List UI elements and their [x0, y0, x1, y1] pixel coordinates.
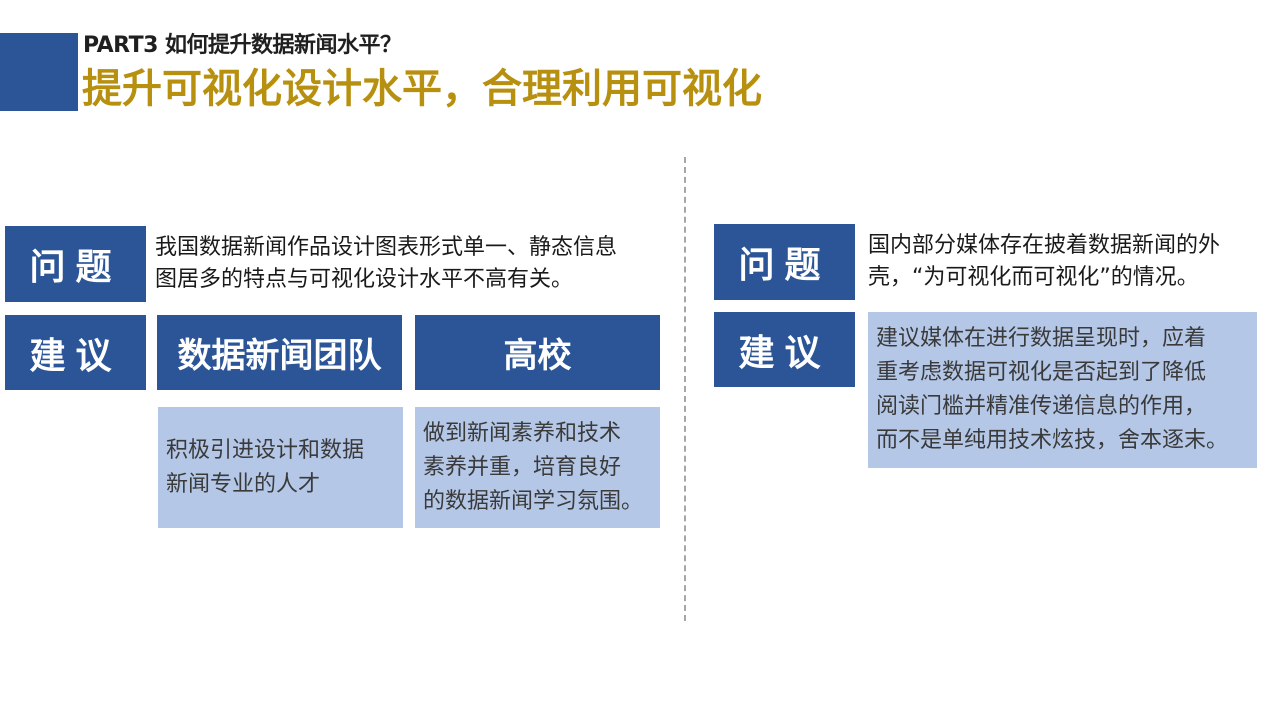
- left-problem-line-1: 我国数据新闻作品设计图表形式单一、静态信息: [155, 235, 618, 260]
- header-accent-block: [0, 33, 78, 111]
- left-problem-line-2: 图居多的特点与可视化设计水平不高有关。: [155, 267, 574, 292]
- university-suggestion-line-3: 的数据新闻学习氛围。: [423, 488, 644, 514]
- right-problem-text: 国内部分媒体存在披着数据新闻的外 壳，“为可视化而可视化”的情况。: [868, 230, 1258, 294]
- team-heading: 数据新闻团队: [177, 336, 382, 376]
- right-suggestion-label: 建议: [738, 332, 831, 374]
- team-suggestion-line-1: 积极引进设计和数据: [166, 437, 365, 463]
- left-problem-text: 我国数据新闻作品设计图表形式单一、静态信息 图居多的特点与可视化设计水平不高有关…: [155, 232, 675, 296]
- right-problem-line-2: 壳，“为可视化而可视化”的情况。: [868, 265, 1199, 290]
- dashed-divider: [684, 157, 686, 621]
- team-suggestion-line-2: 新闻专业的人才: [166, 471, 321, 497]
- university-suggestion-box: 做到新闻素养和技术 素养并重，培育良好 的数据新闻学习氛围。: [415, 407, 660, 528]
- right-problem-tag: 问题: [714, 224, 855, 300]
- right-problem-line-1: 国内部分媒体存在披着数据新闻的外: [868, 233, 1221, 258]
- university-suggestion-line-2: 素养并重，培育良好: [423, 454, 622, 480]
- university-heading: 高校: [503, 336, 572, 376]
- section-subtitle: PART3 如何提升数据新闻水平？: [83, 33, 402, 58]
- university-suggestion-line-1: 做到新闻素养和技术: [423, 420, 622, 446]
- right-suggestion-box: 建议媒体在进行数据呈现时，应着 重考虑数据可视化是否起到了降低 阅读门槛并精准传…: [868, 312, 1257, 468]
- right-suggestion-tag: 建议: [714, 312, 855, 387]
- team-suggestion-box: 积极引进设计和数据 新闻专业的人才: [158, 407, 403, 528]
- right-suggestion-line-2: 重考虑数据可视化是否起到了降低: [876, 360, 1207, 385]
- university-heading-box: 高校: [415, 315, 660, 390]
- left-suggestion-label: 建议: [29, 335, 122, 377]
- right-problem-label: 问题: [738, 245, 831, 286]
- left-suggestion-tag: 建议: [5, 315, 146, 390]
- page-title: 提升可视化设计水平，合理利用可视化: [82, 66, 762, 112]
- team-heading-box: 数据新闻团队: [157, 315, 402, 390]
- left-problem-label: 问题: [29, 247, 122, 288]
- right-suggestion-line-3: 阅读门槛并精准传递信息的作用，: [876, 394, 1207, 419]
- right-suggestion-line-4: 而不是单纯用技术炫技，舍本逐末。: [876, 428, 1229, 453]
- right-suggestion-line-1: 建议媒体在进行数据呈现时，应着: [876, 326, 1207, 351]
- left-problem-tag: 问题: [5, 226, 146, 302]
